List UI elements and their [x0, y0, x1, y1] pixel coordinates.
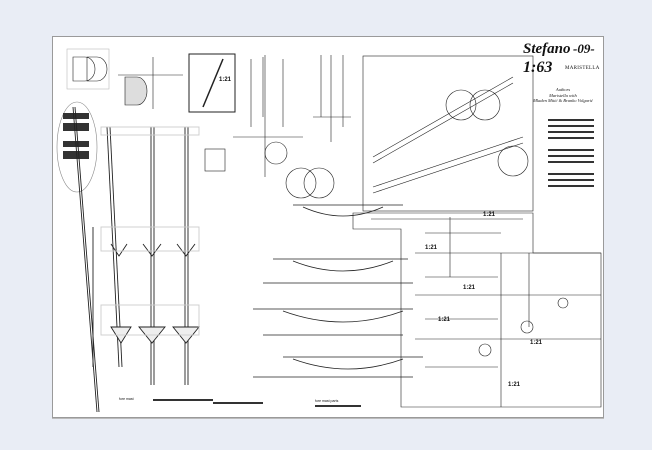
authors-block: Authors Maristella with Mladen Mitić & B…: [523, 87, 603, 104]
mast-head-details: [204, 55, 351, 199]
bowsprit-inset: [362, 55, 534, 220]
rigging-drawing: [56, 48, 602, 413]
specification-table: [153, 119, 594, 407]
scale-label: 1:21: [508, 382, 521, 388]
scale-label: 1:21: [483, 212, 496, 218]
authors-heading: Authors: [555, 87, 571, 92]
model-scale: 1:63: [523, 59, 553, 76]
scale-label: 1:21: [425, 245, 438, 251]
plan-sheet: Stefano -09- 1:63 MARISTELLA Authors Mar…: [52, 36, 604, 418]
yards: [253, 204, 423, 378]
scale-label: 1:21: [219, 77, 232, 83]
fore-mast-note: fore mast: [119, 397, 134, 401]
sheet-number: -09-: [573, 41, 595, 56]
fittings-detail-area: [352, 212, 602, 408]
authors-line-1: Maristella with: [549, 92, 577, 98]
scale-label: 1:21: [463, 285, 476, 291]
scale-label: 1:21: [438, 317, 451, 323]
brand-logo: MARISTELLA: [565, 66, 600, 71]
authors-line-2: Mladen Mitić & Branko Volgarić: [533, 98, 593, 103]
detail-box-1-21: [188, 53, 236, 113]
masts: [72, 106, 200, 413]
model-name: Stefano: [523, 41, 571, 57]
fore-mast-parts-note: fore mast parts: [315, 399, 339, 403]
scale-label: 1:21: [530, 340, 543, 346]
